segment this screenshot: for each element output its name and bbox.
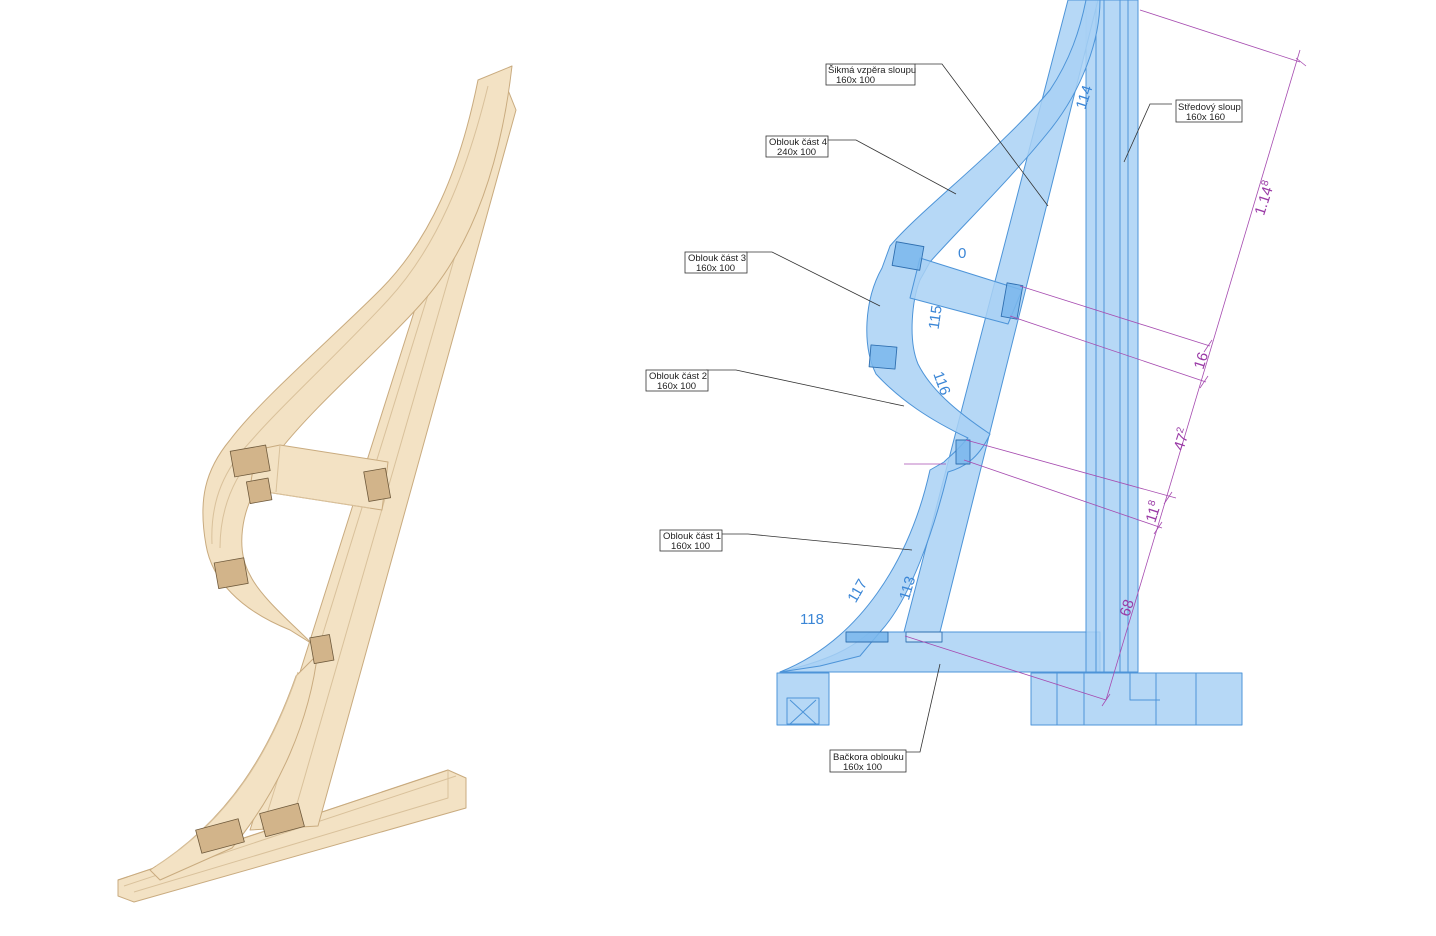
svg-text:Oblouk část 1: Oblouk část 1 xyxy=(663,531,721,542)
mag-dim-11: 118 xyxy=(1142,498,1166,524)
blue-dim-114: 114 xyxy=(1073,83,1097,111)
svg-text:Oblouk část 2: Oblouk část 2 xyxy=(649,371,707,382)
svg-text:Bačkora oblouku: Bačkora oblouku xyxy=(833,752,904,763)
callout-sikma-vzpera: Šikmá vzpěra sloupu 160x 100 xyxy=(825,63,916,86)
wood-connectors xyxy=(195,444,391,854)
centre-post xyxy=(1085,0,1139,673)
svg-text:160x 160: 160x 160 xyxy=(1186,112,1225,123)
callout-oblouk-2: Oblouk část 2 160x 100 xyxy=(645,369,709,392)
blue-dim-118: 118 xyxy=(800,611,824,628)
blue-dim-117: 117 xyxy=(844,576,871,605)
left-base-block xyxy=(776,672,830,726)
callout-backora: Bačkora oblouku 160x 100 xyxy=(829,749,907,773)
svg-text:Středový sloup: Středový sloup xyxy=(1178,102,1241,113)
mag-dim-1-14: 1.148 xyxy=(1251,179,1279,218)
svg-text:160x 100: 160x 100 xyxy=(671,541,710,552)
callouts: Šikmá vzpěra sloupu 160x 100 Oblouk část… xyxy=(645,63,1243,773)
callout-oblouk-1: Oblouk část 1 160x 100 xyxy=(659,529,723,552)
svg-text:160x 100: 160x 100 xyxy=(657,381,696,392)
svg-text:160x 100: 160x 100 xyxy=(843,762,882,773)
mag-dim-68: 68 xyxy=(1117,597,1138,618)
blue-elevation-drawing xyxy=(776,0,1243,726)
wood-arch xyxy=(149,65,513,881)
mag-dim-47: 472 xyxy=(1170,425,1194,452)
wood-3d-model xyxy=(117,65,517,903)
blue-dim-0: 0 xyxy=(958,245,966,262)
mag-dim-16: 16 xyxy=(1191,350,1212,371)
blue-dim-113: 113 xyxy=(896,574,919,602)
blue-connectors xyxy=(845,241,1024,643)
svg-text:240x 100: 240x 100 xyxy=(777,147,816,158)
svg-text:Oblouk část 3: Oblouk část 3 xyxy=(688,253,746,264)
dimension-lines xyxy=(904,9,1307,707)
svg-text:160x 100: 160x 100 xyxy=(836,75,875,86)
magenta-dimension-labels: 1.148 16 472 118 68 xyxy=(1117,179,1279,619)
callout-oblouk-4: Oblouk část 4 240x 100 xyxy=(765,135,829,158)
blue-dim-115: 115 xyxy=(926,304,946,330)
svg-text:Šikmá vzpěra sloupu: Šikmá vzpěra sloupu xyxy=(828,65,916,76)
horizontal-tie xyxy=(909,257,1023,325)
svg-text:Oblouk část 4: Oblouk část 4 xyxy=(769,137,827,148)
svg-text:160x 100: 160x 100 xyxy=(696,263,735,274)
callout-leaders xyxy=(706,63,1172,753)
callout-stredovy-sloup: Středový sloup 160x 160 xyxy=(1175,99,1243,123)
callout-oblouk-3: Oblouk část 3 160x 100 xyxy=(684,251,748,274)
right-base-block xyxy=(1030,672,1243,726)
